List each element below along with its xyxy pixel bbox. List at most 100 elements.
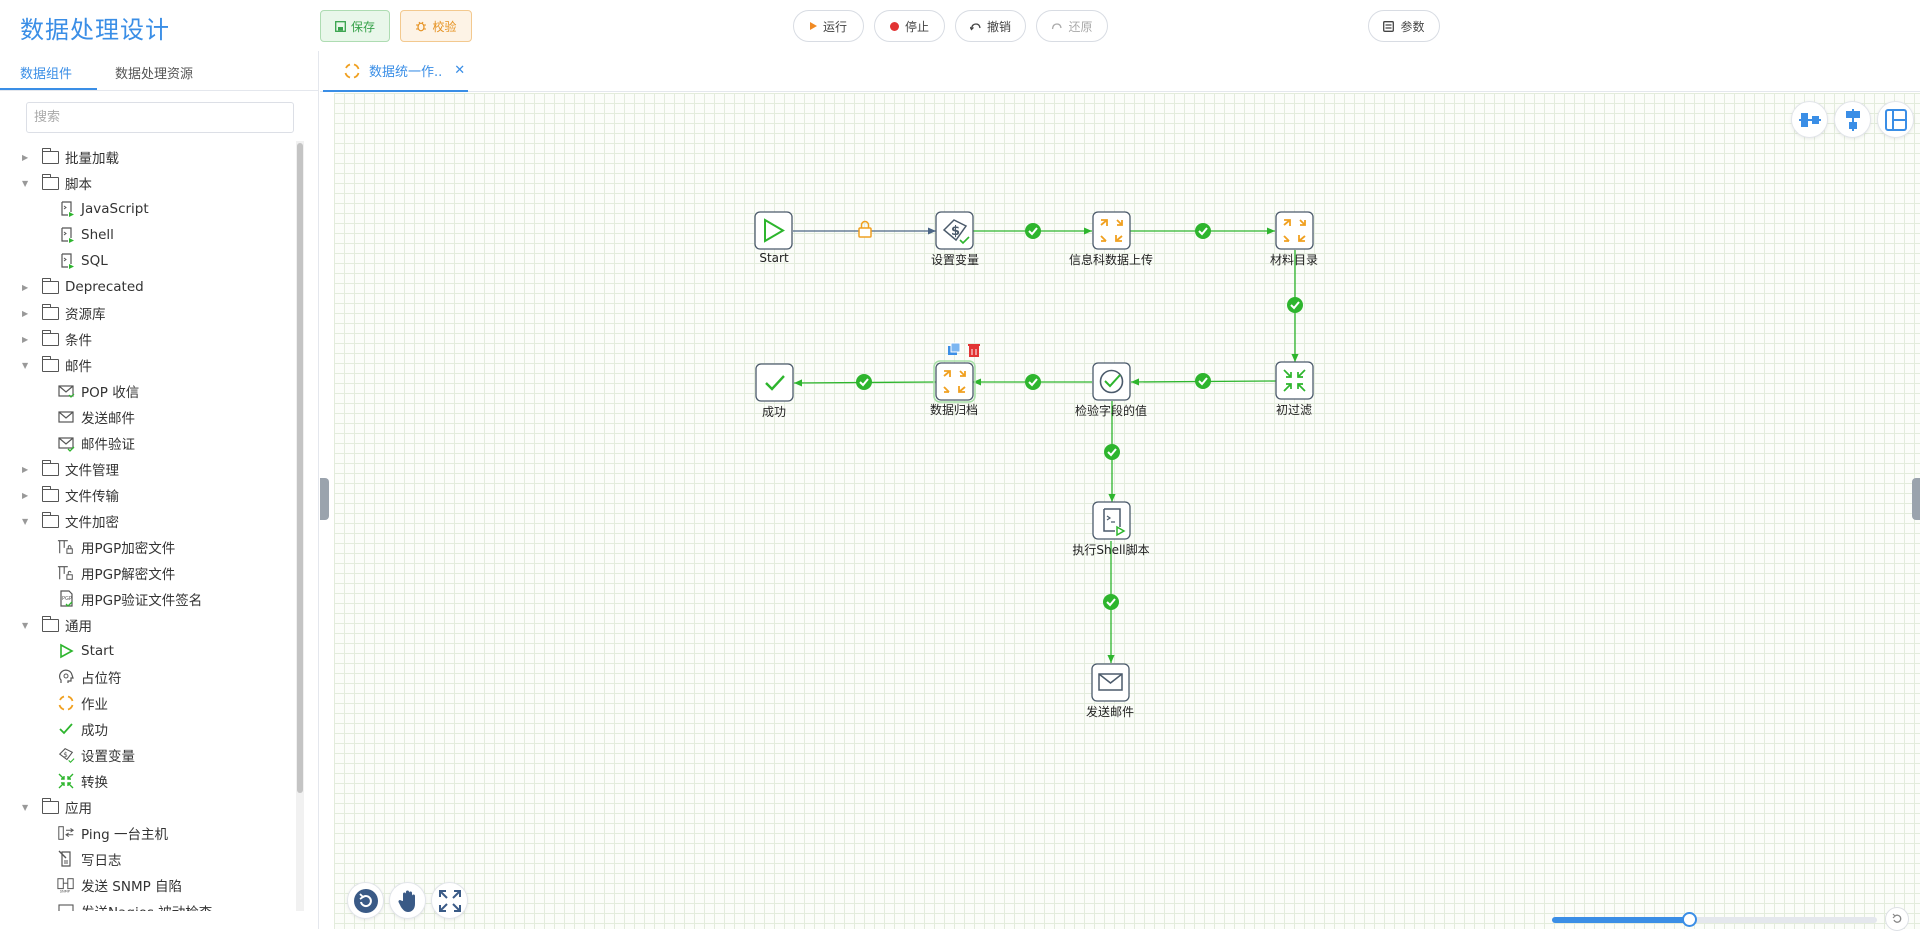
tree-item-label: 用PGP验证文件签名 [81, 593, 203, 609]
tree-item-3[interactable]: Shell [0, 222, 114, 248]
lock-icon [858, 220, 872, 238]
tree-folder-13[interactable]: ▶文件传输 [0, 482, 119, 508]
tree-item-27[interactable]: 写日志 [0, 846, 122, 872]
tree-folder-7[interactable]: ▶条件 [0, 326, 92, 352]
node-catalog[interactable] [1275, 211, 1314, 250]
node-archive[interactable] [933, 360, 976, 403]
tree-item-10[interactable]: 发送邮件 [0, 404, 135, 430]
tree-item-24[interactable]: 转换 [0, 768, 108, 794]
caret-down-icon[interactable]: ▼ [22, 516, 29, 526]
tree-folder-14[interactable]: ▼文件加密 [0, 508, 119, 534]
tree-folder-25[interactable]: ▼应用 [0, 794, 92, 820]
node-send-mail[interactable] [1091, 663, 1130, 702]
undo-button[interactable]: 撤销 [955, 10, 1026, 42]
redo-button[interactable]: 还原 [1036, 10, 1108, 42]
edge-validate-archive[interactable] [973, 373, 1092, 391]
tree-folder-5[interactable]: ▶Deprecated [0, 274, 144, 300]
node-filter[interactable] [1275, 361, 1314, 400]
edge-archive-success[interactable] [793, 373, 937, 391]
run-button[interactable]: 运行 [793, 10, 864, 42]
tree-item-23[interactable]: $设置变量 [0, 742, 135, 768]
zoom-reset-button[interactable] [1885, 907, 1909, 931]
caret-right-icon[interactable]: ▶ [22, 282, 29, 292]
tree-item-11[interactable]: 邮件验证 [0, 430, 135, 456]
caret-right-icon[interactable]: ▶ [22, 334, 29, 344]
tree-item-9[interactable]: POP 收信 [0, 378, 139, 404]
caret-down-icon[interactable]: ▼ [22, 178, 29, 188]
edge-start-setvar[interactable] [793, 220, 936, 238]
folder-icon [41, 797, 59, 814]
tree-item-17[interactable]: PGP 用PGP验证文件签名 [0, 586, 202, 612]
refresh-button[interactable] [347, 882, 384, 919]
tree-item-15[interactable]: 用PGP加密文件 [0, 534, 175, 560]
align-vertical-button[interactable] [1834, 101, 1871, 138]
success-icon [57, 720, 75, 738]
tree-folder-18[interactable]: ▼通用 [0, 612, 92, 638]
tree-item-20[interactable]: 占位符 [0, 664, 122, 690]
node-success[interactable] [755, 363, 794, 402]
tree-item-16[interactable]: 用PGP解密文件 [0, 560, 175, 586]
save-button[interactable]: 保存 [320, 10, 390, 42]
tree-item-21[interactable]: 作业 [0, 690, 108, 716]
tree-item-2[interactable]: JavaScript [0, 196, 149, 222]
zoom-slider-handle[interactable] [1681, 912, 1697, 927]
check-button[interactable]: 校验 [400, 10, 472, 42]
edge-upload-catalog[interactable] [1130, 222, 1275, 240]
caret-down-icon[interactable]: ▼ [22, 620, 29, 630]
tree-item-4[interactable]: SQL [0, 248, 108, 274]
params-button[interactable]: 参数 [1368, 10, 1440, 42]
caret-right-icon[interactable]: ▶ [22, 464, 29, 474]
tree-item-29[interactable]: 发送Nagios 被动检查 [0, 898, 212, 911]
tab-job[interactable]: 数据统一作.. ✕ [323, 51, 468, 92]
delete-icon[interactable] [968, 344, 980, 357]
collapse-left-panel-handle[interactable] [320, 478, 329, 520]
tree-item-label: Ping 一台主机 [81, 827, 169, 843]
tree-folder-12[interactable]: ▶文件管理 [0, 456, 119, 482]
svg-text:PGP: PGP [62, 596, 72, 602]
tree-scrollbar-thumb[interactable] [297, 143, 303, 793]
caret-right-icon[interactable]: ▶ [22, 152, 29, 162]
caret-down-icon[interactable]: ▼ [22, 802, 29, 812]
script-icon [57, 200, 75, 218]
caret-down-icon[interactable]: ▼ [22, 360, 29, 370]
caret-right-icon[interactable]: ▶ [22, 490, 29, 500]
run-label: 运行 [822, 19, 847, 34]
search-input[interactable] [26, 102, 294, 133]
tree-item-26[interactable]: Ping 一台主机 [0, 820, 168, 846]
zoom-slider-track[interactable] [1552, 917, 1877, 923]
layout-button[interactable] [1877, 101, 1914, 138]
edge-filter-validate[interactable] [1130, 372, 1277, 390]
tree-folder-6[interactable]: ▶资源库 [0, 300, 106, 326]
tree-item-label: 发送Nagios 被动检查 [81, 901, 212, 911]
tree-folder-0[interactable]: ▶批量加载 [0, 144, 119, 170]
node-upload[interactable] [1092, 211, 1131, 250]
pan-button[interactable] [389, 882, 426, 919]
tab-components[interactable]: 数据组件 [20, 67, 73, 82]
success-badge-icon [1194, 222, 1212, 240]
tree-item-19[interactable]: Start [0, 638, 114, 664]
copy-icon[interactable] [948, 342, 961, 355]
edge-validate-shell[interactable] [1103, 401, 1121, 502]
tree-item-label: 用PGP解密文件 [81, 567, 176, 583]
tree-folder-8[interactable]: ▼ 邮件 [0, 352, 92, 378]
tree-item-22[interactable]: 成功 [0, 716, 108, 742]
node-set-variable[interactable]: $ [935, 211, 974, 250]
fullscreen-button[interactable] [431, 882, 468, 919]
caret-right-icon[interactable]: ▶ [22, 308, 29, 318]
node-upload-label: 信息科数据上传 [1068, 253, 1154, 267]
tree-item-label: 邮件 [65, 359, 92, 375]
svg-text:$: $ [63, 750, 68, 759]
tab-resources[interactable]: 数据处理资源 [115, 67, 194, 82]
close-icon[interactable]: ✕ [454, 63, 466, 78]
tree-folder-1[interactable]: ▼脚本 [0, 170, 92, 196]
node-shell-script[interactable] [1092, 501, 1131, 540]
align-horizontal-button[interactable] [1791, 101, 1828, 138]
node-start[interactable] [754, 211, 793, 250]
stop-button[interactable]: 停止 [874, 10, 945, 42]
collapse-right-panel-handle[interactable] [1912, 478, 1920, 520]
edge-shell-mail[interactable] [1102, 541, 1120, 663]
node-validate-field[interactable] [1092, 362, 1131, 401]
edge-catalog-filter[interactable] [1286, 250, 1304, 362]
edge-setvar-upload[interactable] [973, 222, 1092, 240]
